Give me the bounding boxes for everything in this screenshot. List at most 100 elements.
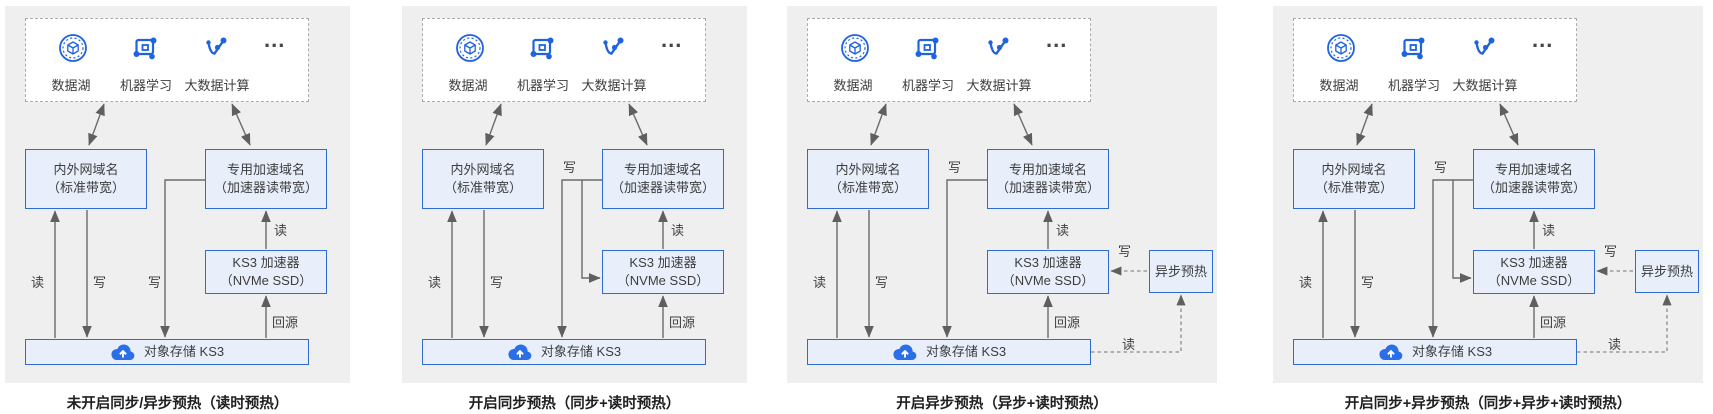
more-apps-ellipsis: ...: [661, 27, 683, 52]
read-label: 读: [428, 275, 442, 290]
async-preheat-label: 异步预热: [1640, 263, 1693, 279]
async-read-label: 读: [1122, 337, 1136, 352]
apps-domain-accel-biarrow: [1499, 103, 1519, 146]
panel-caption: 开启异步预热（异步+读时预热）: [896, 396, 1108, 412]
machine-learning-icon: [133, 37, 157, 60]
applications-group: ... 数据湖 机器学习 大数据计算: [422, 18, 706, 102]
cloud-storage-icon: [1379, 344, 1403, 361]
object-storage-box: 对象存储 KS3: [25, 339, 309, 365]
domain-standard-line1: 内外网域名: [53, 162, 119, 178]
domain-standard-line1: 内外网域名: [450, 162, 516, 178]
domain-accel-line1: 专用加速域名: [623, 162, 702, 178]
cloud-storage-icon: [111, 344, 135, 361]
async-read-label: 读: [1608, 337, 1622, 352]
ks3-accelerator-line2: （NVMe SSD）: [616, 273, 710, 288]
domain-accel-line2: （加速器读带宽）: [995, 180, 1100, 195]
architecture-panel: ... 数据湖 机器学习 大数据计算 内外网域名 （标准带宽） 专用加速域名 （…: [5, 6, 350, 413]
ks3-accelerator-line2: （NVMe SSD）: [1487, 273, 1581, 288]
write-label: 写: [1361, 275, 1375, 290]
bigdata-compute-icon: [988, 37, 1009, 55]
architecture-panel: ... 数据湖 机器学习 大数据计算 内外网域名 （标准带宽） 专用加速域名 （…: [402, 6, 747, 413]
object-storage-label: 对象存储 KS3: [540, 344, 622, 360]
diagram-canvas: ... 数据湖 机器学习 大数据计算 内外网域名 （标准带宽） 专用加速域名 （…: [787, 6, 1217, 383]
applications-group: ... 数据湖 机器学习 大数据计算: [25, 18, 309, 102]
apps-domain-std-biarrow: [1356, 103, 1373, 146]
domain-accel-line2: （加速器读带宽）: [213, 180, 318, 195]
app-label-bigdata-compute: 大数据计算: [966, 78, 1032, 93]
bigdata-compute-icon: [603, 37, 624, 55]
object-storage-box: 对象存储 KS3: [1293, 339, 1577, 365]
object-storage-label: 对象存储 KS3: [143, 344, 225, 360]
apps-domain-std-biarrow: [485, 103, 502, 146]
cloud-storage-icon: [508, 344, 532, 361]
domain-standard-box: 内外网域名 （标准带宽）: [1293, 149, 1415, 209]
write-label: 写: [93, 275, 107, 290]
accel-domain-write-arrow: [1428, 179, 1473, 338]
datalake-icon: [59, 34, 87, 62]
read-label: 读: [813, 275, 827, 290]
domain-accel-box: 专用加速域名 （加速器读带宽）: [1473, 149, 1595, 209]
apps-domain-accel-biarrow: [1013, 103, 1033, 146]
apps-domain-std-biarrow: [88, 103, 105, 146]
apps-domain-accel-biarrow: [628, 103, 648, 146]
domain-accel-line2: （加速器读带宽）: [610, 180, 715, 195]
sync-preheat-write-arrow: [1452, 180, 1472, 283]
panel-caption: 开启同步+异步预热（同步+异步+读时预热）: [1344, 396, 1632, 412]
bigdata-compute-icon: [206, 37, 227, 55]
domain-standard-line2: （标准带宽）: [46, 180, 125, 195]
accel-read-label: 读: [274, 223, 288, 238]
async-preheat-box: 异步预热: [1149, 250, 1213, 293]
object-storage-box: 对象存储 KS3: [422, 339, 706, 365]
accel-domain-write-label: 写: [148, 275, 162, 290]
datalake-icon: [1327, 34, 1355, 62]
architecture-panel: ... 数据湖 机器学习 大数据计算 内外网域名 （标准带宽） 专用加速域名 （…: [1273, 6, 1703, 413]
domain-accel-line1: 专用加速域名: [226, 162, 305, 178]
more-apps-ellipsis: ...: [1046, 27, 1068, 52]
panel-caption: 开启同步预热（同步+读时预热）: [468, 396, 681, 412]
object-storage-label: 对象存储 KS3: [925, 344, 1007, 360]
diagram-canvas: ... 数据湖 机器学习 大数据计算 内外网域名 （标准带宽） 专用加速域名 （…: [5, 6, 350, 383]
machine-learning-icon: [530, 37, 554, 60]
datalake-icon: [456, 34, 484, 62]
domain-standard-line2: （标准带宽）: [443, 180, 522, 195]
machine-learning-icon: [915, 37, 939, 60]
applications-group: ... 数据湖 机器学习 大数据计算: [1293, 18, 1577, 102]
ks3-accelerator-line2: （NVMe SSD）: [1001, 273, 1095, 288]
diagram-canvas: ... 数据湖 机器学习 大数据计算 内外网域名 （标准带宽） 专用加速域名 （…: [402, 6, 747, 383]
accel-read-label: 读: [1056, 223, 1070, 238]
domain-accel-line1: 专用加速域名: [1008, 162, 1087, 178]
app-label-datalake: 数据湖: [833, 78, 873, 93]
apps-domain-accel-biarrow: [231, 103, 251, 146]
async-write-label: 写: [1604, 244, 1618, 259]
write-label: 写: [490, 275, 504, 290]
applications-group: ... 数据湖 机器学习 大数据计算: [807, 18, 1091, 102]
ks3-accelerator-line1: KS3 加速器: [1014, 255, 1082, 271]
domain-accel-box: 专用加速域名 （加速器读带宽）: [987, 149, 1109, 209]
app-label-datalake: 数据湖: [1319, 78, 1359, 93]
async-preheat-read-arrow: [1577, 294, 1672, 353]
read-label: 读: [31, 275, 45, 290]
domain-accel-box: 专用加速域名 （加速器读带宽）: [602, 149, 724, 209]
connector-lines: [832, 103, 1186, 353]
connector-lines: [1318, 103, 1672, 353]
more-apps-ellipsis: ...: [264, 27, 286, 52]
domain-standard-box: 内外网域名 （标准带宽）: [807, 149, 929, 209]
ks3-accelerator-line1: KS3 加速器: [629, 255, 697, 271]
origin-fetch-label: 回源: [1054, 315, 1081, 330]
diagram-canvas: ... 数据湖 机器学习 大数据计算 内外网域名 （标准带宽） 专用加速域名 （…: [1273, 6, 1703, 383]
ks3-accelerator-box: KS3 加速器 （NVMe SSD）: [602, 250, 724, 294]
accel-domain-write-arrow: [942, 179, 987, 338]
panel-caption: 未开启同步/异步预热（读时预热）: [66, 396, 289, 412]
sync-preheat-write-arrow: [581, 180, 601, 283]
write-label: 写: [875, 275, 889, 290]
app-label-machine-learning: 机器学习: [1387, 78, 1441, 93]
ks3-accelerator-box: KS3 加速器 （NVMe SSD）: [987, 250, 1109, 294]
app-label-machine-learning: 机器学习: [901, 78, 955, 93]
origin-fetch-label: 回源: [669, 315, 696, 330]
async-write-label: 写: [1118, 244, 1132, 259]
cloud-storage-icon: [893, 344, 917, 361]
ks3-accelerator-box: KS3 加速器 （NVMe SSD）: [1473, 250, 1595, 294]
accel-read-label: 读: [671, 223, 685, 238]
app-label-bigdata-compute: 大数据计算: [581, 78, 647, 93]
object-storage-box: 对象存储 KS3: [807, 339, 1091, 365]
